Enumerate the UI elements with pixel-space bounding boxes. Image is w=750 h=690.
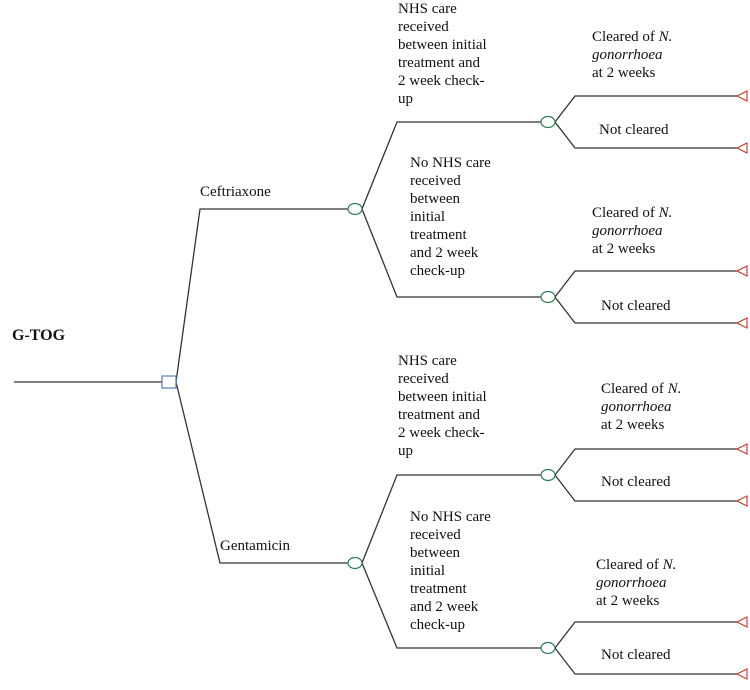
- outcome-label-cleared: Cleared of N. gonorrhoea at 2 weeks: [601, 381, 682, 433]
- treatment-label-ceftriaxone: Ceftriaxone: [200, 184, 271, 200]
- outcome-label-not-cleared: Not cleared: [601, 647, 671, 663]
- terminal-node: [735, 495, 748, 507]
- outcome-label-not-cleared: Not cleared: [601, 474, 671, 490]
- branch-label-no-nhs-care: No NHS care received between initial tre…: [410, 509, 491, 633]
- outcome-label-cleared: Cleared of N. gonorrhoea at 2 weeks: [596, 557, 677, 609]
- branch-label-nhs-care: NHS care received between initial treatm…: [398, 1, 487, 107]
- outcome-branch-line: [554, 95, 738, 123]
- outcome-branch-line: [554, 448, 738, 476]
- terminal-node: [735, 443, 748, 455]
- branch-label-nhs-care: NHS care received between initial treatm…: [398, 353, 487, 459]
- treatment-branch-line: [175, 208, 348, 383]
- terminal-node: [735, 616, 748, 628]
- outcome-branch-line: [554, 647, 738, 675]
- care-branch-line: [361, 562, 541, 649]
- root-label: G-TOG: [12, 327, 66, 344]
- outcome-branch-line: [554, 296, 738, 324]
- treatment-label-gentamicin: Gentamicin: [220, 538, 290, 554]
- branch-label-no-nhs-care: No NHS care received between initial tre…: [410, 155, 491, 279]
- care-branch-line: [361, 474, 541, 564]
- chance-node: [540, 641, 556, 655]
- outcome-branch-line: [554, 474, 738, 502]
- terminal-node: [735, 265, 748, 277]
- chance-node: [540, 290, 556, 304]
- chance-node: [347, 202, 363, 216]
- outcome-branch-line: [554, 621, 738, 649]
- chance-node: [540, 115, 556, 129]
- outcome-branch-line: [554, 270, 738, 298]
- chance-node: [347, 556, 363, 570]
- outcome-label-not-cleared: Not cleared: [599, 122, 669, 138]
- chance-node: [540, 468, 556, 482]
- outcome-label-not-cleared: Not cleared: [601, 298, 671, 314]
- terminal-node: [735, 90, 748, 102]
- care-branch-line: [361, 208, 541, 298]
- decision-node: [161, 375, 177, 389]
- care-branch-line: [361, 121, 541, 210]
- outcome-branch-line: [554, 121, 738, 149]
- treatment-branch-line: [175, 381, 348, 564]
- outcome-label-cleared: Cleared of N. gonorrhoea at 2 weeks: [592, 205, 673, 257]
- terminal-node: [735, 668, 748, 680]
- terminal-node: [735, 317, 748, 329]
- outcome-label-cleared: Cleared of N. gonorrhoea at 2 weeks: [592, 29, 673, 81]
- terminal-node: [735, 142, 748, 154]
